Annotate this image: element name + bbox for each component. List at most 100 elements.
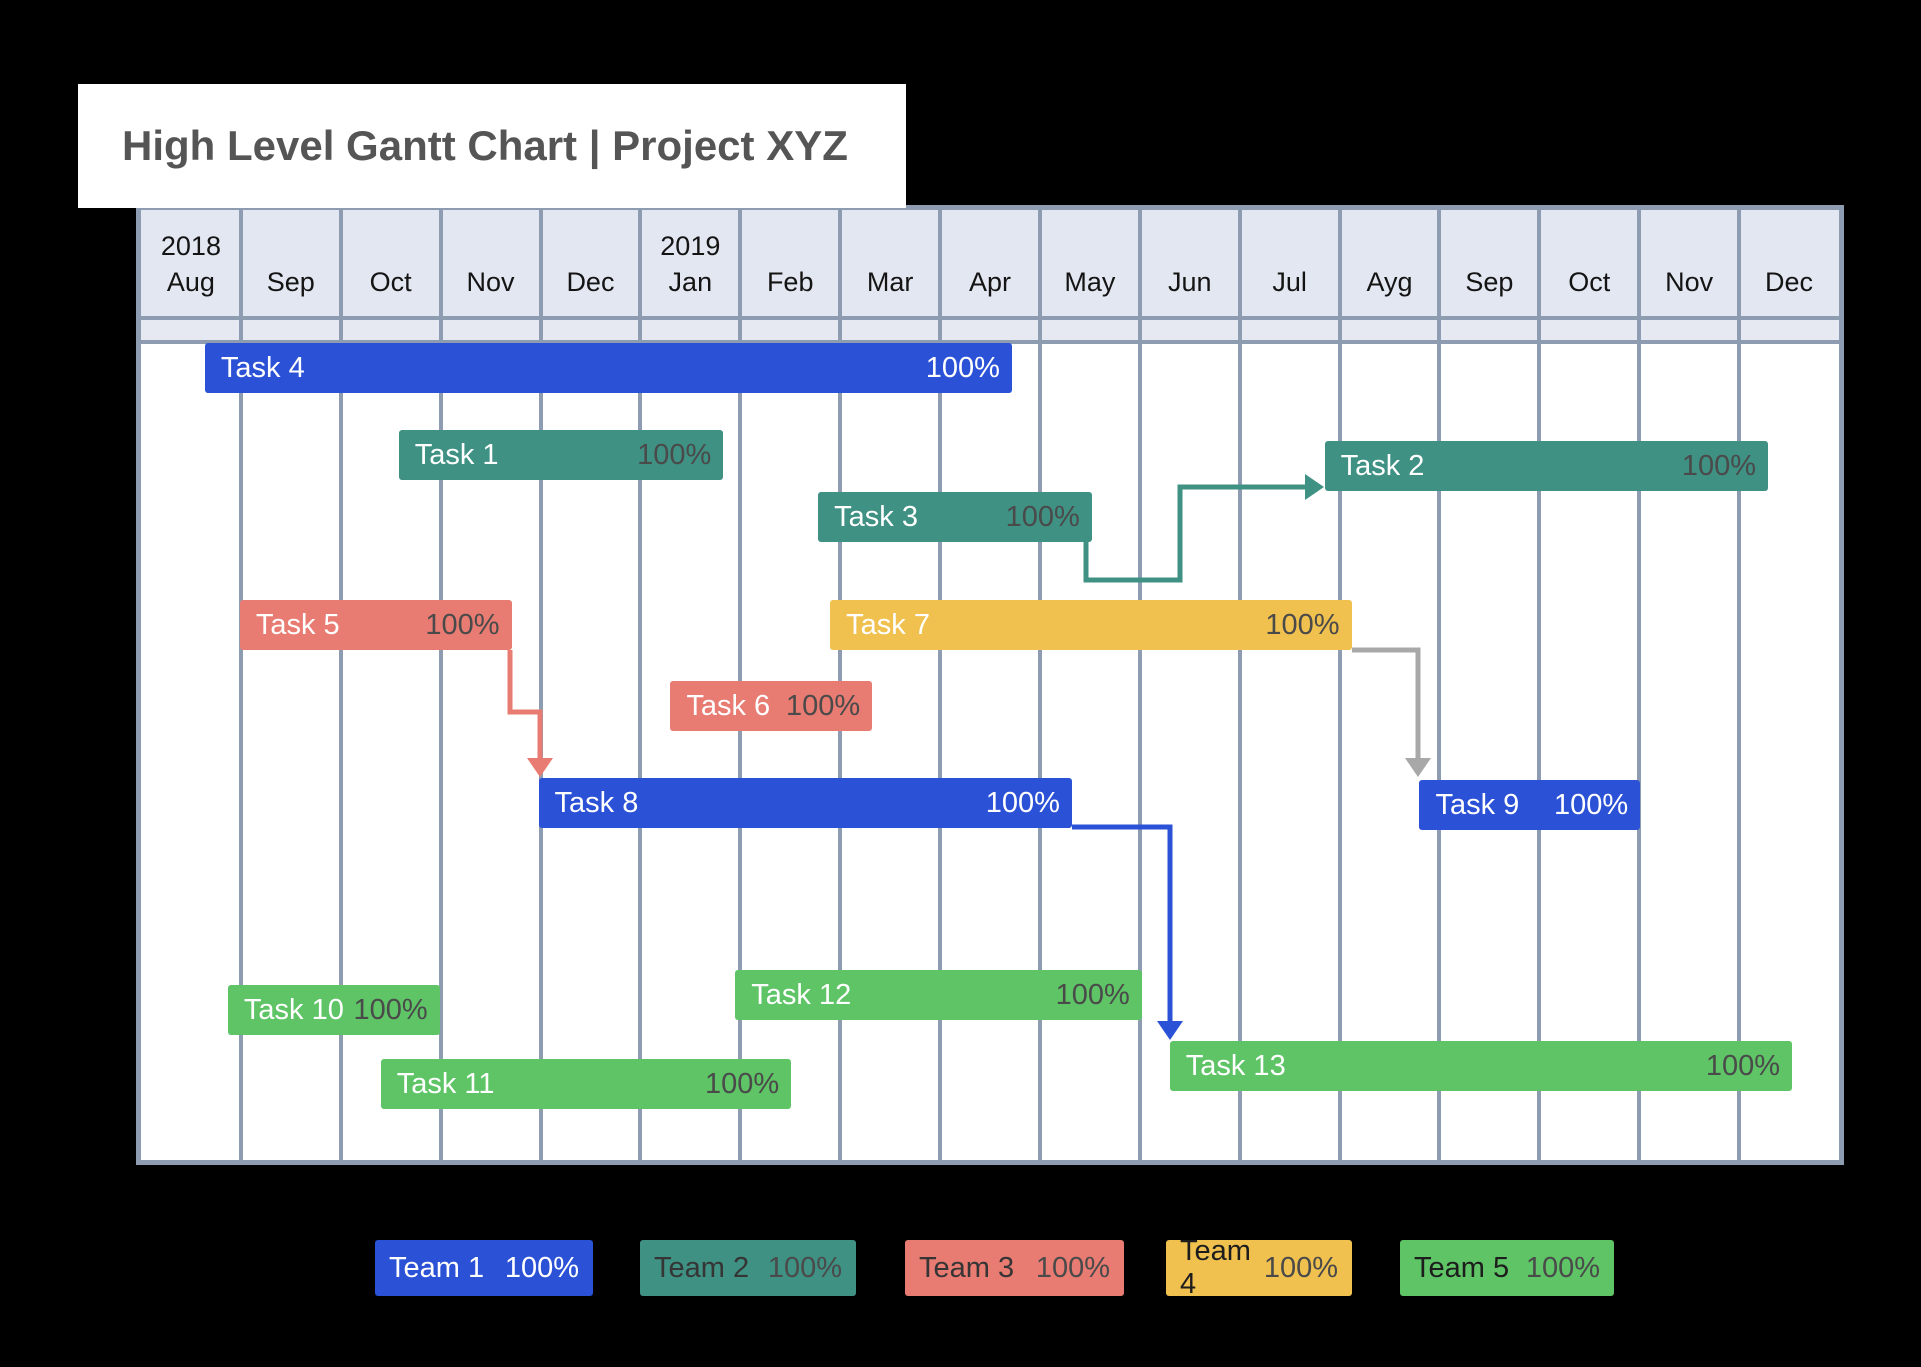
connector-arrowhead [1305,474,1324,500]
gridline-month [338,210,343,1160]
month-label: Oct [1568,267,1611,297]
task-progress: 100% [1055,978,1130,1011]
timeline-subheader-strip [141,318,1839,342]
task-bar-task-9[interactable]: Task 9 100% [1419,780,1641,830]
task-label: Task 10 [243,993,344,1026]
task-progress: 100% [1265,608,1340,641]
month-label: Feb [766,267,814,297]
year-label: 2019 [660,231,721,261]
task-progress: 100% [925,351,1000,384]
month-label: May [1064,267,1116,297]
gridline-month [1737,210,1742,1160]
month-label: Apr [968,267,1011,297]
task-label: Task 3 [834,500,918,533]
task-label: Task 7 [846,608,930,641]
month-label: Oct [369,267,412,297]
timeline-month-cell: Nov [441,216,541,312]
task-bar-task-10[interactable]: Task 10 100% [227,985,440,1035]
task-progress: 100% [425,608,500,641]
task-label: Task 2 [1340,449,1425,482]
task-bar-task-2[interactable]: Task 2 100% [1324,441,1769,491]
connector-task3-task2 [1083,484,1307,583]
page-title: High Level Gantt Chart | Project XYZ [122,122,848,169]
timeline-month-cell: Feb [740,216,840,312]
dependency-connectors-layer [507,474,1431,1040]
legend-progress: 100% [1035,1251,1110,1284]
connector-arrowhead [1157,1021,1183,1040]
subheader-bottom-border [141,340,1839,344]
timeline-month-cell: Jun [1140,216,1240,312]
task-label: Task 13 [1185,1049,1286,1082]
timeline-header-background [141,210,1839,318]
task-label: Task 8 [554,786,639,819]
task-bar-task-1[interactable]: Task 1 100% [398,430,724,480]
task-bar-task-6[interactable]: Task 6 100% [670,681,873,731]
month-label: Dec [1765,267,1814,297]
task-bar-task-4[interactable]: Task 4 100% [204,343,1012,393]
task-label: Task 11 [396,1067,495,1100]
timeline-month-cell: Nov [1639,216,1739,312]
task-bar-task-7[interactable]: Task 7 100% [830,600,1352,650]
task-progress: 100% [1554,788,1629,821]
gridline-month [1537,210,1542,1160]
month-label: Jun [1167,267,1212,297]
connector-task7-task9 [1352,647,1421,758]
legend-progress: 100% [1263,1251,1338,1284]
timeline-month-cell: Dec [1739,216,1839,312]
timeline-month-cell: Dec [541,216,641,312]
legend-team-label: Team 5 [1414,1251,1510,1284]
gridline-month [638,210,643,1160]
title-box: High Level Gantt Chart | Project XYZ [78,84,906,208]
year-label: 2018 [160,231,221,261]
task-label: Task 4 [220,351,305,384]
month-label: Jan [668,267,713,297]
task-label: Task 12 [751,978,852,1011]
month-label: Dec [566,267,615,297]
task-progress: 100% [785,689,861,722]
task-label: Task 1 [414,438,499,471]
timeline-month-cell: Oct [1539,216,1639,312]
gridline-month [1637,210,1642,1160]
month-label: Sep [266,267,315,297]
month-label: Sep [1465,267,1514,297]
legend-progress: 100% [1525,1251,1600,1284]
task-progress: 100% [1681,449,1757,482]
connector-arrowhead [1405,758,1431,777]
timeline-month-cell: Sep [241,216,341,312]
task-progress: 100% [353,993,428,1026]
timeline-month-cell: Jul [1240,216,1340,312]
legend-team-label: Team 4 [1180,1235,1251,1300]
gridline-month [1137,210,1142,1160]
month-label: Nov [1665,267,1714,297]
timeline-month-cell: Apr [940,216,1040,312]
task-progress: 100% [637,438,712,471]
task-label: Task 6 [686,689,771,722]
legend-item-team-5[interactable]: Team 5 100% [1400,1240,1614,1296]
legend-team-label: Team 1 [389,1251,485,1284]
legend-team-label: Team 3 [919,1251,1015,1284]
legend-item-team-4[interactable]: Team 4 100% [1166,1235,1352,1300]
task-bar-task-12[interactable]: Task 12 100% [735,970,1142,1020]
task-label: Task 9 [1435,788,1520,821]
month-label: Nov [466,267,515,297]
connector-task8-task13 [1072,824,1173,1021]
gridline-month [238,210,243,1160]
month-label: Aug [166,267,215,297]
gridline-month [1337,210,1342,1160]
gridline-month [1437,210,1442,1160]
legend-item-team-3[interactable]: Team 3 100% [905,1240,1124,1296]
header-bottom-border [141,316,1839,320]
timeline-month-cell: Mar [840,216,940,312]
month-label: Jul [1272,267,1307,297]
